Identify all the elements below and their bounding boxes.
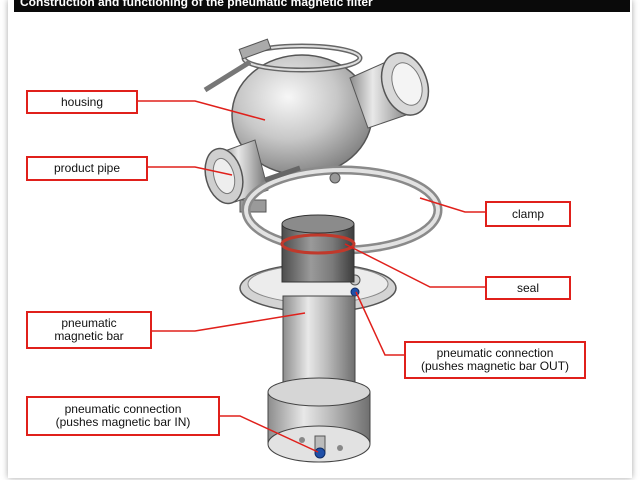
leader-housing (136, 100, 266, 121)
label-magnetic-bar: pneumatic magnetic bar (26, 311, 152, 349)
leader-conn-out (355, 291, 406, 356)
leader-product-pipe (146, 166, 233, 176)
leader-clamp (419, 197, 486, 213)
label-housing: housing (26, 90, 138, 114)
leader-conn-in (220, 415, 319, 453)
leader-seal (344, 243, 486, 288)
leader-magnetic-bar (150, 312, 306, 332)
page-title: Construction and functioning of the pneu… (14, 0, 630, 12)
label-product-pipe: product pipe (26, 156, 148, 181)
leader-lines (136, 100, 486, 453)
outlet-pipe (349, 52, 430, 129)
label-conn-in: pneumatic connection (pushes magnetic ba… (26, 396, 220, 436)
label-clamp: clamp (485, 201, 571, 227)
product-pipe-body (204, 139, 269, 213)
housing-body (203, 38, 373, 176)
label-conn-out: pneumatic connection (pushes magnetic ba… (404, 341, 586, 379)
label-seal: seal (485, 276, 571, 300)
pneumatic-head (267, 377, 371, 463)
magnetic-bar-top (280, 214, 356, 283)
